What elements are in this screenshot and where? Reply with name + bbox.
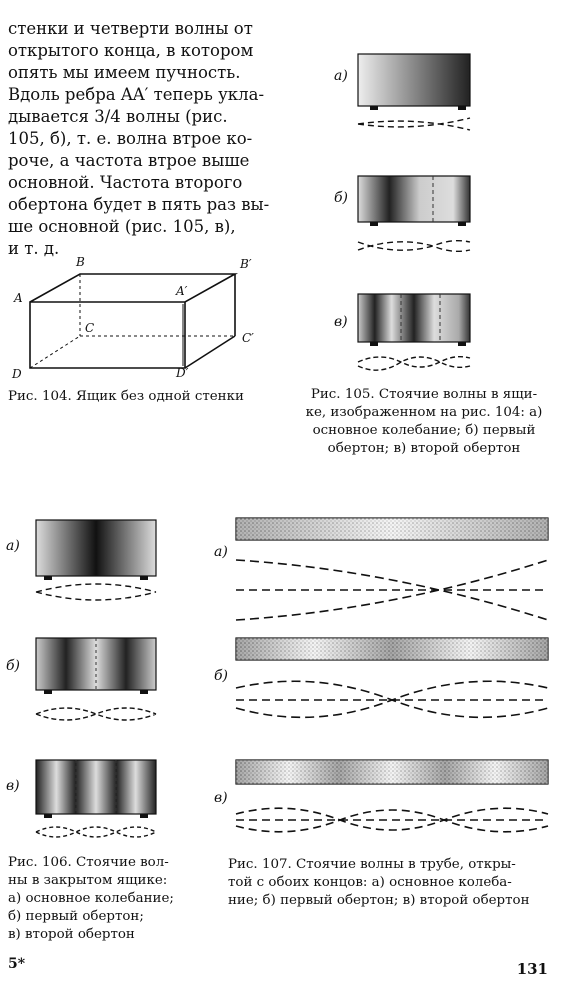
vertex-label-b-prime: B′ xyxy=(239,257,252,271)
figure-106-caption: Рис. 106. Стоячие вол- ны в закрытом ящи… xyxy=(8,854,186,944)
text-line: опять мы имеем пучность. xyxy=(8,63,241,82)
vertex-label-d: D xyxy=(11,367,22,381)
label-b: б) xyxy=(6,658,20,674)
caption-line: Рис. 107. Стоячие волны в трубе, откры- xyxy=(228,857,516,872)
figure-105-caption: Рис. 105. Стоячие волны в ящи- ке, изобр… xyxy=(290,386,558,458)
figure-107-caption: Рис. 107. Стоячие волны в трубе, откры- … xyxy=(228,856,556,910)
label-b: б) xyxy=(334,190,348,206)
page-number: 131 xyxy=(516,960,548,978)
figure-107: а) б) в) xyxy=(214,517,549,833)
vertex-label-c-prime: C′ xyxy=(242,331,254,345)
text-line: обертона будет в пять раз вы- xyxy=(8,195,270,214)
caption-line: обертон; в) второй обертон xyxy=(327,441,521,456)
label-c: в) xyxy=(6,778,20,794)
label-b: б) xyxy=(214,668,228,684)
label-c: в) xyxy=(334,314,348,330)
text-line: и т. д. xyxy=(8,239,60,258)
label-a: а) xyxy=(6,538,20,554)
text-line: Вдоль ребра AA′ теперь укла- xyxy=(8,85,265,104)
vertex-label-a-prime: A′ xyxy=(175,284,188,298)
caption-line: ние; б) первый обертон; в) второй оберто… xyxy=(228,893,530,908)
vertex-label-a: A xyxy=(13,291,23,305)
caption-line: б) первый обертон; xyxy=(8,909,144,924)
text-line: роче, а частота втрое выше xyxy=(8,151,250,170)
label-c: в) xyxy=(214,790,228,806)
vertex-label-b: B xyxy=(75,255,85,269)
body-text: стенки и четверти волны от открытого кон… xyxy=(8,18,286,260)
figure-106: а) б) в) xyxy=(6,519,157,838)
caption-line: а) основное колебание; xyxy=(8,891,174,906)
label-a: а) xyxy=(334,68,348,84)
label-a: а) xyxy=(214,544,228,560)
caption-line: той с обоих концов: а) основное колеба- xyxy=(228,875,512,890)
caption-line: ны в закрытом ящике: xyxy=(8,873,168,888)
vertex-label-c: C xyxy=(85,321,94,335)
caption-line: основное колебание; б) первый xyxy=(312,423,536,438)
caption-line: Рис. 106. Стоячие вол- xyxy=(8,855,169,870)
figure-105: а) б) в) xyxy=(334,53,471,371)
figure-104-box: A B A′ B′ C C′ D D′ xyxy=(11,255,254,381)
caption-line: в) второй обертон xyxy=(8,927,135,942)
text-line: открытого конца, в котором xyxy=(8,41,254,60)
vertex-label-d-prime: D′ xyxy=(175,366,189,380)
caption-line: ке, изображенном на рис. 104: а) xyxy=(305,405,543,420)
text-line: дывается 3/4 волны (рис. xyxy=(8,107,228,126)
caption-line: Рис. 105. Стоячие волны в ящи- xyxy=(310,387,538,402)
text-line: 105, б), т. е. волна втрое ко- xyxy=(8,129,253,148)
text-line: стенки и четверти волны от xyxy=(8,19,253,38)
signature-mark: 5* xyxy=(8,956,26,972)
figure-104-caption: Рис. 104. Ящик без одной стенки xyxy=(8,389,244,404)
text-line: ше основной (рис. 105, в), xyxy=(8,217,236,236)
text-line: основной. Частота второго xyxy=(8,173,243,192)
